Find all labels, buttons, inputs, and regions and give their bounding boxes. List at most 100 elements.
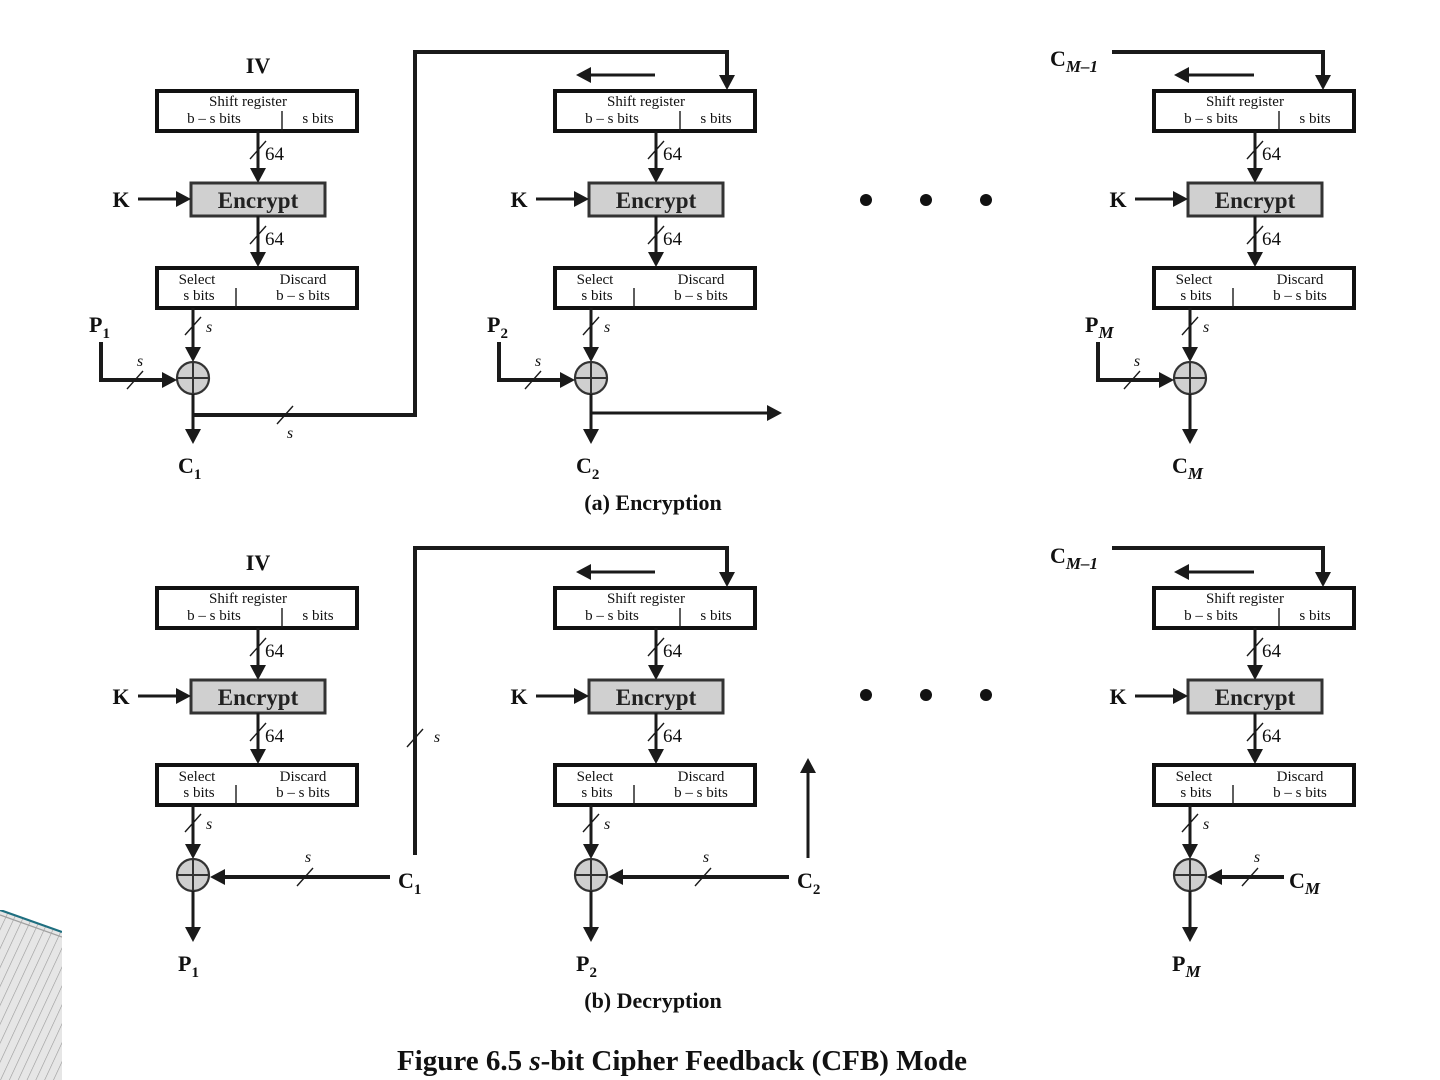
- select-label: Select: [179, 272, 216, 288]
- shift-register-right-field: s bits: [302, 111, 333, 127]
- decryption-caption: (b) Decryption: [584, 988, 721, 1013]
- shift-register-left-field: b – s bits: [187, 111, 241, 127]
- arrowhead-down: [250, 168, 266, 183]
- arrowhead-up: [800, 758, 816, 773]
- discard-label: Discard: [280, 272, 327, 288]
- arrowhead-right: [560, 372, 575, 388]
- bus-tick: [647, 637, 665, 657]
- shift-register-left-field: b – s bits: [1184, 608, 1238, 624]
- arrowhead-down: [185, 844, 201, 859]
- iv-label: IV: [246, 53, 271, 78]
- bus-tick: [1246, 722, 1264, 742]
- encryption-caption: (a) Encryption: [584, 490, 722, 515]
- select-discard-box: [553, 266, 757, 310]
- shift-register-title: Shift register: [607, 94, 685, 110]
- encrypt-box: [587, 678, 725, 715]
- arrowhead-left: [608, 869, 623, 885]
- bus-tick: [1246, 637, 1264, 657]
- bus-width-s-label: s: [434, 729, 440, 746]
- bus-width-64-label: 64: [1262, 726, 1282, 747]
- arrowhead-down: [1315, 75, 1331, 90]
- shift-register-box: [1152, 89, 1356, 133]
- shift-register-title: Shift register: [209, 94, 287, 110]
- arrowhead-down: [1315, 572, 1331, 587]
- arrowhead-down: [1182, 844, 1198, 859]
- bus-width-s-label: s: [305, 849, 311, 866]
- bus-tick: [582, 316, 600, 336]
- arrowhead-down: [1247, 665, 1263, 680]
- arrowhead-down: [583, 844, 599, 859]
- shift-register-right-field: s bits: [700, 608, 731, 624]
- ciphertext-m-label: CM: [1289, 868, 1321, 898]
- bus-tick: [524, 370, 542, 390]
- select-bits-label: s bits: [1180, 785, 1211, 801]
- xor-icon: [175, 857, 211, 893]
- discard-label: Discard: [1277, 272, 1324, 288]
- bus-width-64-label: 64: [663, 229, 683, 250]
- ellipsis-dot: [860, 194, 872, 206]
- select-label: Select: [577, 272, 614, 288]
- arrowhead-left: [1207, 869, 1222, 885]
- arrowhead-right: [176, 191, 191, 207]
- arrowhead-down: [250, 749, 266, 764]
- ellipsis-dot: [920, 194, 932, 206]
- discard-bits-label: b – s bits: [674, 785, 728, 801]
- feedback-wire-c1: [413, 546, 729, 855]
- select-discard-box: [1152, 266, 1356, 310]
- select-bits-label: s bits: [183, 785, 214, 801]
- shift-left-arrow: [576, 564, 591, 580]
- arrowhead-down: [250, 252, 266, 267]
- plaintext-2-wire: [497, 342, 560, 382]
- bus-width-s-label: s: [1254, 849, 1260, 866]
- encrypt-box: [189, 181, 327, 218]
- ellipsis-dot: [980, 689, 992, 701]
- plaintext-1-label: P1: [178, 951, 199, 981]
- bus-tick: [1246, 225, 1264, 245]
- arrowhead-down: [583, 429, 599, 444]
- bus-width-s-label: s: [206, 816, 212, 833]
- bus-tick: [184, 813, 202, 833]
- select-discard-box: [1152, 763, 1356, 807]
- ellipsis-dot: [980, 194, 992, 206]
- shift-left-arrow: [1174, 564, 1189, 580]
- discard-bits-label: b – s bits: [674, 288, 728, 304]
- bus-tick: [647, 225, 665, 245]
- ciphertext-m-minus-1-label: CM–1: [1050, 543, 1098, 573]
- bus-width-64-label: 64: [265, 726, 285, 747]
- plaintext-1-label: P1: [89, 312, 110, 342]
- arrowhead-left: [210, 869, 225, 885]
- plaintext-1-wire: [99, 342, 162, 382]
- shift-register-right-field: s bits: [700, 111, 731, 127]
- discard-bits-label: b – s bits: [1273, 288, 1327, 304]
- key-label: K: [510, 187, 527, 212]
- bus-tick: [249, 637, 267, 657]
- xor-icon: [1172, 360, 1208, 396]
- bus-tick: [249, 722, 267, 742]
- bus-tick: [647, 140, 665, 160]
- figure-caption: Figure 6.5 s-bit Cipher Feedback (CFB) M…: [397, 1045, 967, 1077]
- encrypt-box: [189, 678, 327, 715]
- shift-register-right-field: s bits: [302, 608, 333, 624]
- xor-icon: [1172, 857, 1208, 893]
- shift-register-title: Shift register: [209, 591, 287, 607]
- shift-register-left-field: b – s bits: [585, 111, 639, 127]
- encrypt-label: Encrypt: [616, 685, 697, 710]
- select-label: Select: [577, 769, 614, 785]
- bus-tick: [249, 140, 267, 160]
- bus-tick: [296, 867, 314, 887]
- deco-accent-line: [0, 910, 62, 934]
- feedback-wire-cm1: [1112, 50, 1325, 76]
- arrowhead-down: [719, 75, 735, 90]
- key-label: K: [112, 684, 129, 709]
- bus-tick: [276, 405, 294, 425]
- bus-width-s-label: s: [703, 849, 709, 866]
- bus-width-64-label: 64: [1262, 144, 1282, 165]
- arrowhead-down: [185, 347, 201, 362]
- bus-tick: [406, 728, 424, 748]
- shift-left-arrow: [1174, 67, 1189, 83]
- discard-label: Discard: [678, 272, 725, 288]
- shift-register-left-field: b – s bits: [187, 608, 241, 624]
